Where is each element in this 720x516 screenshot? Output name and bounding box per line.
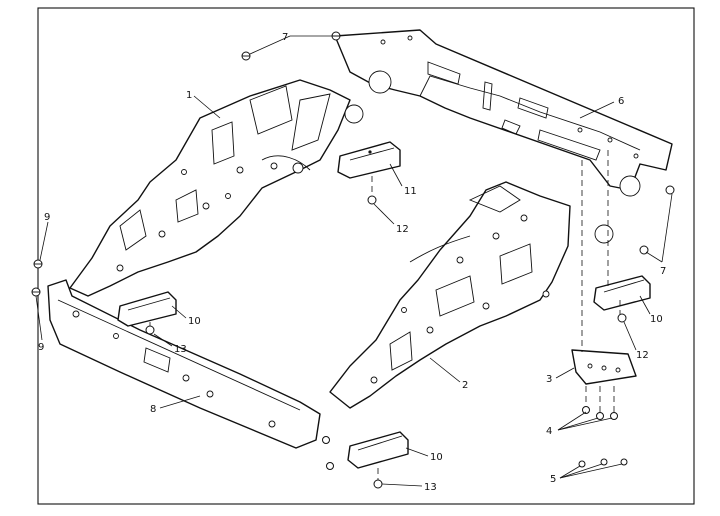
callout-6: 6 [618, 96, 624, 107]
leader-8 [159, 395, 201, 409]
leader-5c [559, 463, 623, 479]
callout-12-center: 12 [396, 224, 409, 235]
screw-front-bottom [322, 436, 334, 470]
callout-13-bottom: 13 [424, 482, 437, 493]
front-frame-part-8 [47, 279, 321, 449]
screw-part-12-center [367, 195, 377, 205]
roller-right [594, 224, 614, 244]
leader-7d [645, 251, 663, 263]
leader-12b [623, 321, 637, 351]
screw-part-9-bottom [31, 287, 41, 297]
leader-4a [557, 411, 587, 431]
rear-frame-part-6 [334, 29, 673, 197]
leader-10a [171, 305, 187, 319]
roller-left [344, 104, 364, 124]
callout-11: 11 [404, 186, 417, 197]
leader-4b [557, 417, 599, 431]
leader-5a [559, 465, 581, 479]
leader-10c [405, 447, 429, 457]
screw-part-7-left [241, 51, 251, 61]
callout-3: 3 [546, 374, 552, 385]
leader-13b [381, 483, 423, 487]
right-side-plate-part-2 [329, 181, 571, 409]
callout-2: 2 [462, 380, 468, 391]
bracket-part-10-left [117, 291, 177, 327]
callout-10-bottom: 10 [430, 452, 443, 463]
screw-part-4 [582, 406, 618, 420]
screw-part-13-bottom [373, 479, 383, 489]
callout-9-bottom: 9 [38, 342, 44, 353]
screw-part-12-right [617, 313, 627, 323]
callout-4: 4 [546, 426, 552, 437]
leader-7c [661, 193, 673, 263]
callout-13-left: 13 [174, 344, 187, 355]
callout-9-top: 9 [44, 212, 50, 223]
leader-10b [639, 295, 651, 315]
bracket-part-10-bottom [347, 431, 409, 469]
diagram-border [37, 7, 695, 505]
left-side-plate-part-1 [69, 79, 351, 297]
callout-5: 5 [550, 474, 556, 485]
screw-part-7-right-a [665, 185, 675, 195]
screw-part-5 [578, 458, 628, 468]
callout-10-right: 10 [650, 314, 663, 325]
leader-9b [35, 295, 43, 341]
screw-part-13-left [145, 325, 155, 335]
callout-7-top: 7 [282, 32, 288, 43]
leader-5b [559, 463, 603, 479]
bracket-part-10-right [593, 275, 651, 311]
callout-1: 1 [186, 90, 192, 101]
leader-3 [555, 367, 575, 379]
leader-2 [429, 357, 461, 383]
leader-1 [193, 95, 221, 119]
small-plate-part-3 [571, 349, 637, 385]
screw-part-9-top [33, 259, 43, 269]
callout-8: 8 [150, 404, 156, 415]
leader-7b [249, 35, 291, 55]
callout-10-left: 10 [188, 316, 201, 327]
leader-11 [389, 163, 403, 187]
leader-13a [153, 333, 173, 347]
leader-6 [579, 101, 615, 119]
bracket-part-11 [337, 141, 401, 179]
leader-4c [557, 417, 613, 431]
callout-12-right: 12 [636, 350, 649, 361]
leader-9a [39, 221, 49, 261]
leader-12a [373, 203, 395, 225]
callout-7-right: 7 [660, 266, 666, 277]
